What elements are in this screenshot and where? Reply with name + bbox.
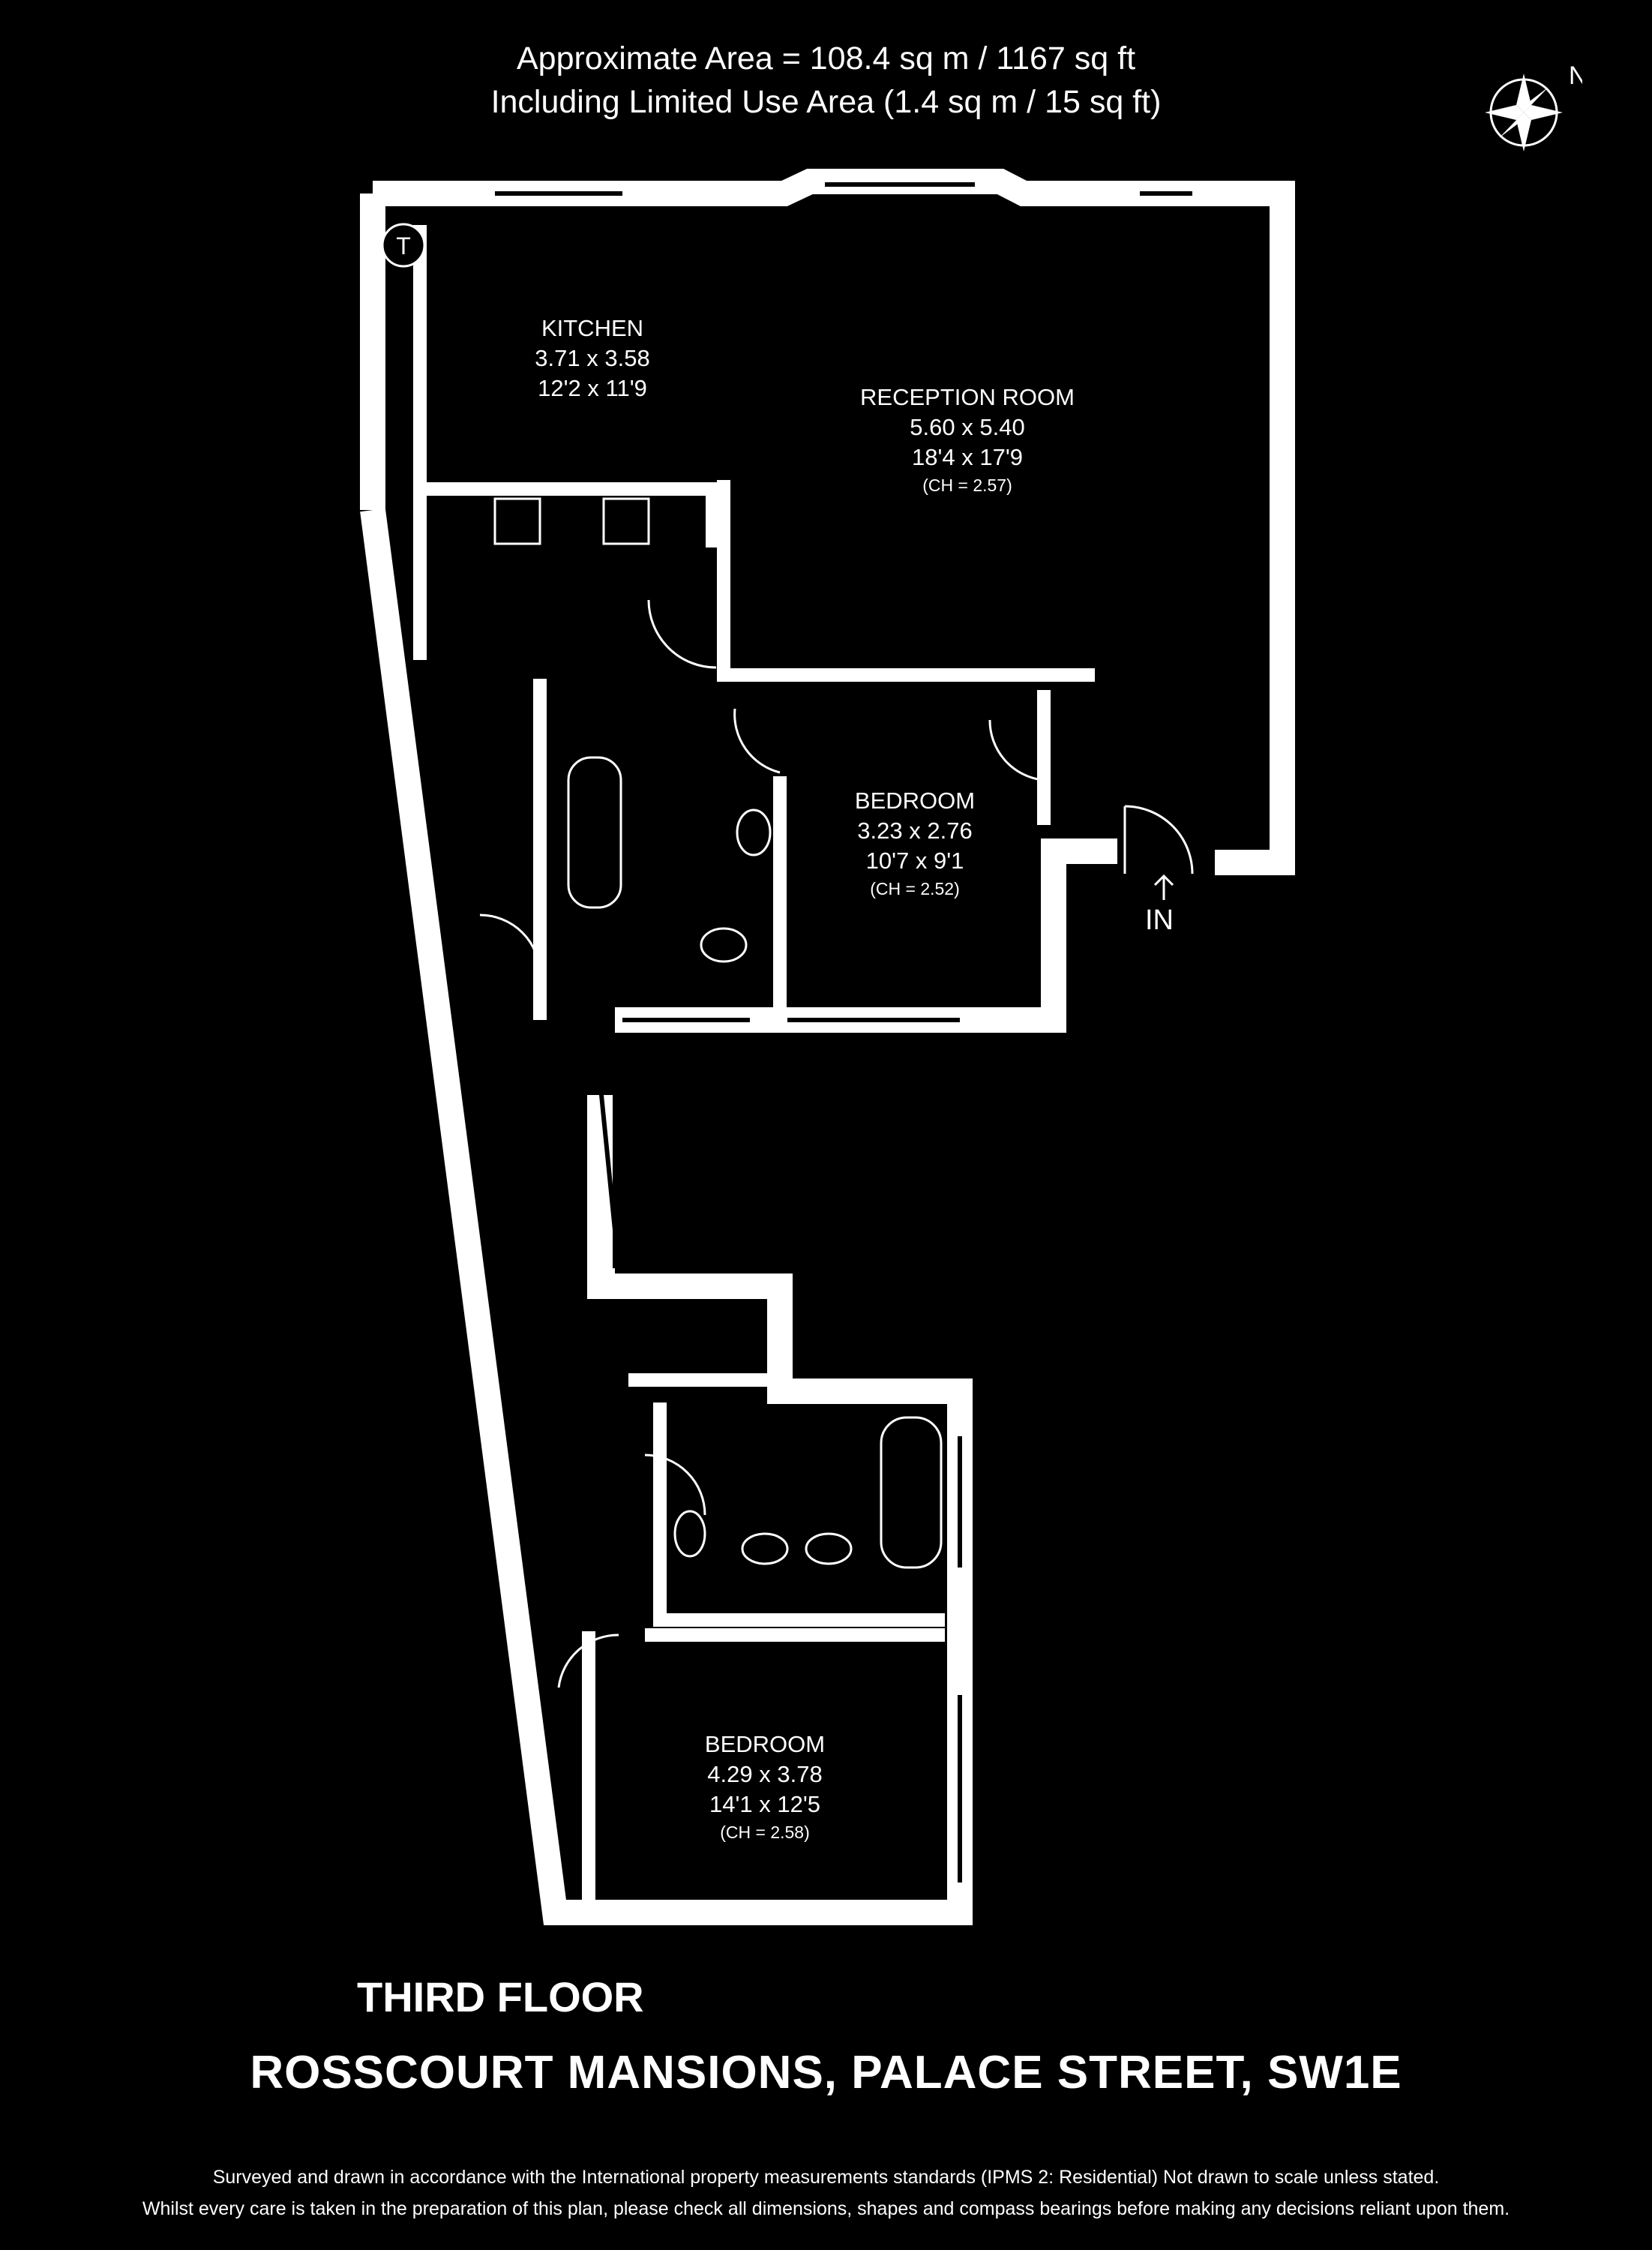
room-imperial: 14'1 x 12'5	[709, 1791, 820, 1817]
basin-icon	[736, 808, 772, 856]
property-address: ROSSCOURT MANSIONS, PALACE STREET, SW1E	[250, 2047, 1402, 2098]
exterior-walls	[360, 169, 1295, 1925]
room-label-bedroom-2: BEDROOM 4.29 x 3.78 14'1 x 12'5 (CH = 2.…	[660, 1730, 870, 1845]
room-imperial: 10'7 x 9'1	[865, 848, 964, 874]
disclaimer-line-1: Surveyed and drawn in accordance with th…	[212, 2167, 1440, 2188]
disclaimer-line-2: Whilst every care is taken in the prepar…	[142, 2198, 1510, 2219]
basin-icon	[741, 1532, 789, 1565]
room-metric: 3.23 x 2.76	[857, 818, 973, 844]
doors	[479, 599, 1194, 1688]
bathtub-icon	[567, 756, 622, 909]
area-summary: Approximate Area = 108.4 sq m / 1167 sq …	[516, 40, 1136, 76]
room-label-kitchen: KITCHEN 3.71 x 3.58 12'2 x 11'9	[480, 314, 705, 404]
toilet-icon	[700, 927, 748, 963]
room-label-bedroom-1: BEDROOM 3.23 x 2.76 10'7 x 9'1 (CH = 2.5…	[810, 786, 1020, 902]
north-label: N	[1569, 62, 1582, 90]
ceiling-height: (CH = 2.58)	[720, 1822, 810, 1842]
fixtures	[493, 497, 943, 1569]
room-name: RECEPTION ROOM	[860, 384, 1075, 410]
entrance-label: IN	[1145, 904, 1174, 936]
ceiling-height: (CH = 2.57)	[922, 476, 1012, 495]
windows	[495, 182, 1192, 1882]
room-label-reception: RECEPTION ROOM 5.60 x 5.40 18'4 x 17'9 (…	[832, 382, 1102, 498]
tank-marker: T	[381, 223, 426, 268]
toilet-icon	[673, 1510, 706, 1558]
entrance-arrow-icon	[1153, 874, 1174, 900]
room-name: BEDROOM	[854, 788, 976, 814]
room-name: BEDROOM	[704, 1731, 826, 1757]
compass-rose-icon: N	[1485, 62, 1582, 152]
hob-icon	[602, 497, 650, 545]
bathtub-icon	[880, 1416, 943, 1569]
tank-label: T	[396, 232, 411, 260]
disclaimer: Surveyed and drawn in accordance with th…	[0, 2162, 1652, 2224]
room-imperial: 18'4 x 17'9	[911, 444, 1023, 470]
room-metric: 5.60 x 5.40	[910, 414, 1025, 440]
basin-icon	[805, 1532, 853, 1565]
interior-walls	[413, 225, 1095, 1912]
room-metric: 4.29 x 3.78	[707, 1761, 823, 1787]
ceiling-height: (CH = 2.52)	[870, 879, 960, 898]
room-imperial: 12'2 x 11'9	[538, 375, 647, 401]
room-name: KITCHEN	[541, 315, 644, 341]
room-metric: 3.71 x 3.58	[535, 345, 650, 371]
sink-icon	[493, 497, 541, 545]
limited-use-area: Including Limited Use Area (1.4 sq m / 1…	[490, 84, 1162, 120]
floor-label: THIRD FLOOR	[357, 1973, 644, 2020]
